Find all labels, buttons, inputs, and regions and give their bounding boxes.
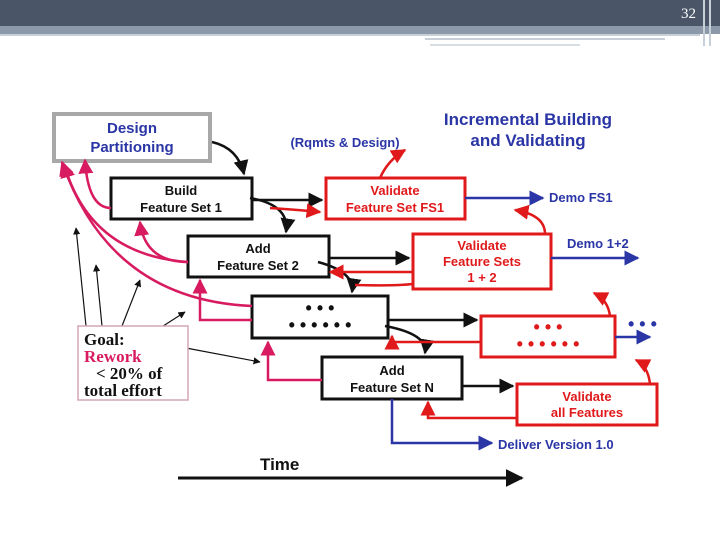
page-number: 32 xyxy=(681,6,696,22)
validate-box-4-line2: all Features xyxy=(551,405,623,420)
rework-arrow xyxy=(134,220,189,264)
validate-box-2-line2: Feature Sets xyxy=(443,254,521,269)
build-box-4-line1: Add xyxy=(379,363,404,378)
feedback-arrow xyxy=(592,291,612,317)
goal-line2: Rework xyxy=(84,347,142,366)
rework-arrow xyxy=(260,340,322,382)
design-partitioning-line1: Design xyxy=(107,120,157,137)
goal-pointer-arrow xyxy=(73,227,87,327)
validate-box-2-line1: Validate xyxy=(457,238,506,253)
build-box-4-line2: Feature Set N xyxy=(350,380,434,395)
time-label: Time xyxy=(260,455,299,474)
intermediate-feature-sets-box xyxy=(250,294,390,340)
slide-header-rule xyxy=(0,34,700,36)
validate-feature-sets-1-2-box xyxy=(411,232,553,291)
build-feature-set-1-box xyxy=(109,176,254,221)
build-box-2-line1: Add xyxy=(245,241,270,256)
rework-arrow xyxy=(192,278,252,322)
validate-box-3-line1: • • • xyxy=(534,317,563,337)
delivery-arrow xyxy=(390,399,494,451)
build-box-3-line2: • • • • • • xyxy=(289,315,352,335)
slide-side-rule xyxy=(703,0,705,46)
goal-pointer-arrow xyxy=(185,347,261,365)
output-demo-1-2: Demo 1+2 xyxy=(567,236,629,251)
goal-pointer-arrow xyxy=(121,279,141,327)
slide-header-rule xyxy=(425,38,665,40)
validate-all-features-box xyxy=(515,382,659,427)
goal-line3: < 20% of xyxy=(96,364,163,383)
feedback-arrow xyxy=(384,334,481,350)
build-box-1-line2: Feature Set 1 xyxy=(140,200,222,215)
add-feature-set-2-box xyxy=(186,234,331,279)
build-box-2-line2: Feature Set 2 xyxy=(217,258,299,273)
feedback-arrow xyxy=(269,203,322,219)
slide-header-rule xyxy=(430,44,580,46)
build-box-1-line1: Build xyxy=(165,183,198,198)
output-intermediate: • • • xyxy=(628,314,657,334)
slide-header-bar xyxy=(0,0,720,26)
validate-box-4-line1: Validate xyxy=(562,389,611,404)
design-partitioning-line2: Partitioning xyxy=(90,139,173,156)
validate-box-1-line1: Validate xyxy=(370,183,419,198)
feedback-arrow xyxy=(378,148,407,179)
output-demo-fs1: Demo FS1 xyxy=(549,190,613,205)
validate-box-3-line2: • • • • • • xyxy=(517,334,580,354)
goal-line1: Goal: xyxy=(84,330,125,349)
rework-arrow xyxy=(59,160,253,308)
goal-line4: total effort xyxy=(84,381,162,400)
flow-arrow xyxy=(211,140,249,176)
diagram-title-line1: Incremental Building xyxy=(444,110,612,129)
validate-box-1-line2: Feature Set FS1 xyxy=(346,200,444,215)
rework-arrow xyxy=(78,158,112,210)
rqmts-design-label: (Rqmts & Design) xyxy=(290,135,399,150)
feedback-arrow xyxy=(513,204,547,235)
feedback-arrow xyxy=(355,282,413,285)
validate-box-2-line3: 1 + 2 xyxy=(467,270,496,285)
feedback-arrow xyxy=(420,400,517,420)
flow-arrow xyxy=(384,324,435,355)
add-feature-set-n-box xyxy=(320,355,464,401)
slide-side-rule xyxy=(709,0,711,46)
feedback-arrow xyxy=(634,358,652,385)
flow-arrow xyxy=(249,196,296,234)
design-partitioning-box xyxy=(52,112,212,163)
goal-pointer-arrow xyxy=(93,264,103,327)
build-box-3-line1: • • • xyxy=(306,298,335,318)
slide-header-stripe xyxy=(0,26,720,34)
goal-box xyxy=(77,325,189,401)
diagram-title-line2: and Validating xyxy=(470,131,585,150)
output-deliver-version: Deliver Version 1.0 xyxy=(498,437,614,452)
flow-arrow xyxy=(317,260,362,294)
